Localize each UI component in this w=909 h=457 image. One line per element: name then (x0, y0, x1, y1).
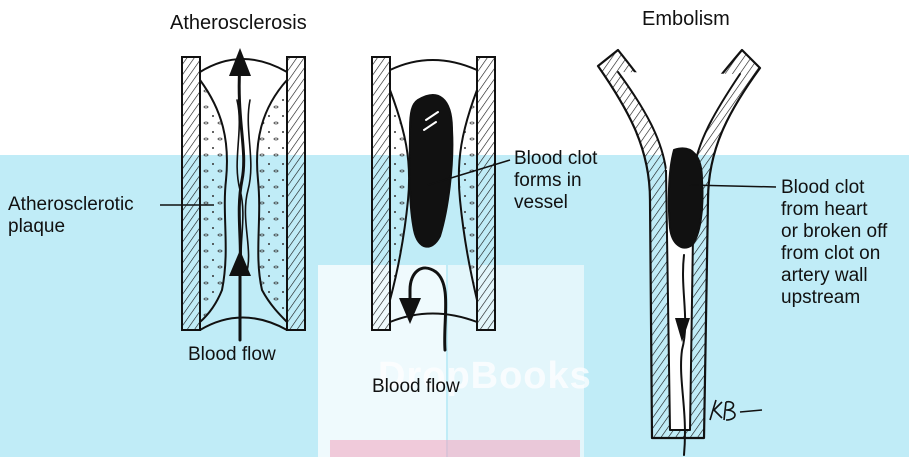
label-atherosclerotic-plaque: Atherosclerotic plaque (8, 194, 134, 238)
vessel-wall-left-2 (372, 57, 390, 330)
label-clot-right-line-3: or broken off (781, 221, 887, 243)
label-clot-right-line-4: from clot on (781, 243, 887, 265)
blood-clot-right (669, 148, 703, 247)
label-clot-right-line-2: from heart (781, 199, 887, 221)
label-clot-right-line-5: artery wall (781, 265, 887, 287)
label-clot-center-line-1: Blood clot (514, 148, 597, 170)
label-blood-flow-left: Blood flow (188, 344, 276, 366)
label-clot-right-line-6: upstream (781, 287, 887, 309)
title-embolism: Embolism (642, 8, 730, 30)
watermark-background (0, 155, 909, 457)
label-plaque-line-1: Atherosclerotic (8, 194, 134, 216)
vessel-wall-right-2 (477, 57, 495, 330)
label-clot-center-line-3: vessel (514, 192, 597, 214)
label-clot-center-line-2: forms in (514, 170, 597, 192)
title-atherosclerosis: Atherosclerosis (170, 12, 307, 34)
watermark-book-pink (330, 440, 580, 457)
label-plaque-line-2: plaque (8, 216, 134, 238)
plaque-right (257, 80, 287, 322)
vessel-wall-left (182, 57, 200, 330)
label-blood-clot-from-heart: Blood clot from heart or broken off from… (781, 177, 887, 309)
vessel-wall-right (287, 57, 305, 330)
label-blood-flow-center: Blood flow (372, 376, 460, 398)
plaque-left (200, 80, 227, 322)
label-blood-clot-forms: Blood clot forms in vessel (514, 148, 597, 214)
label-clot-right-line-1: Blood clot (781, 177, 887, 199)
